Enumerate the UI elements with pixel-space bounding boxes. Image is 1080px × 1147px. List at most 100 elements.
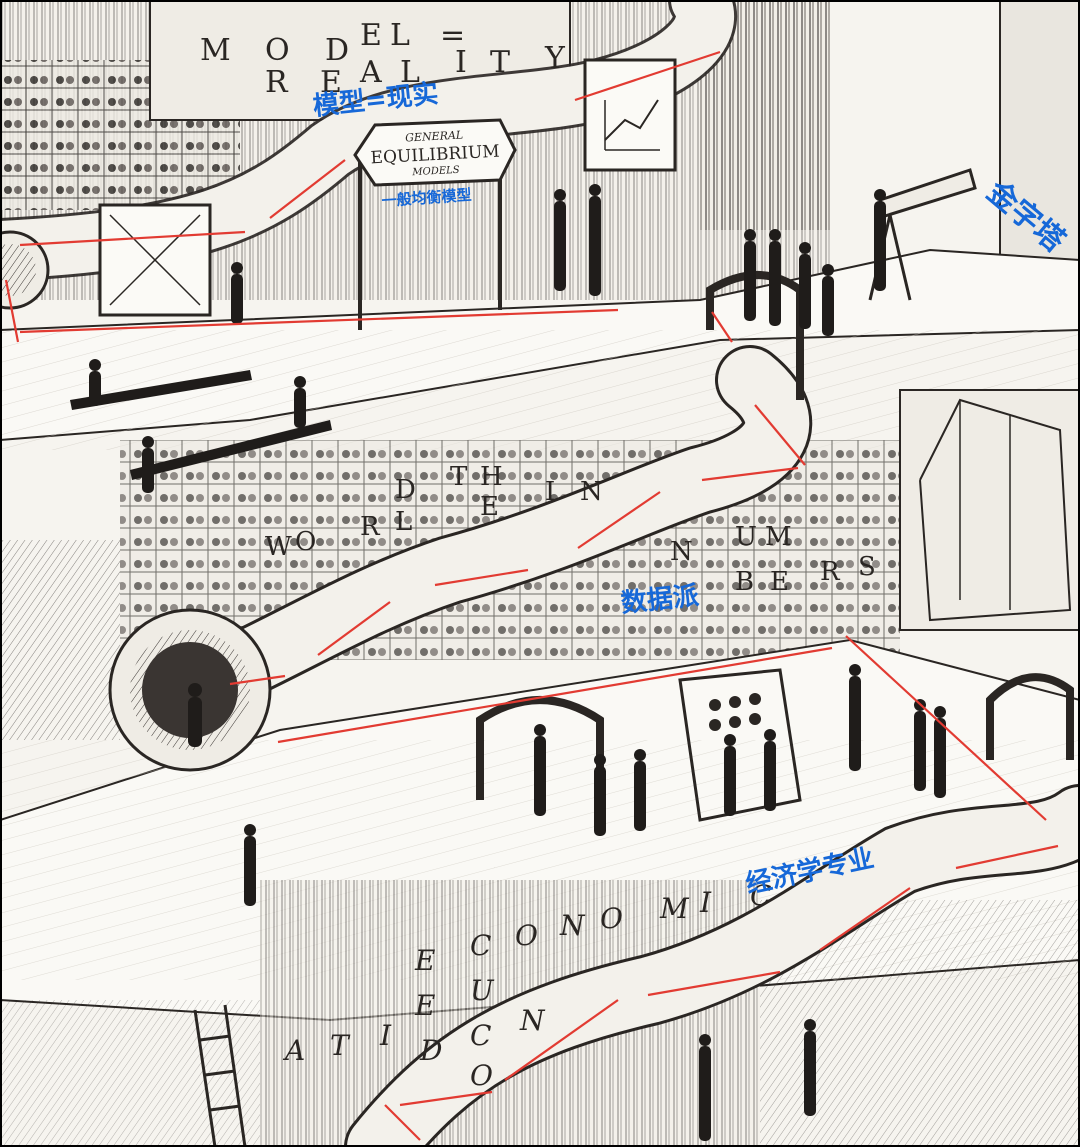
figure-middle-9: [244, 824, 256, 906]
letter: O: [600, 902, 623, 935]
letter: D: [395, 475, 416, 505]
annotation-line: [845, 635, 1047, 821]
annotation-line: [384, 1104, 421, 1141]
letter: L: [390, 18, 410, 53]
letter: I: [455, 45, 467, 80]
figure-seesaw-2: [142, 436, 154, 493]
figure-wheel: [188, 683, 202, 747]
letter: O: [515, 919, 538, 952]
letter: T: [490, 45, 510, 80]
engraving-economic-education: E C O N O M I C E D U C A T I O N: [282, 879, 771, 1092]
figure-middle-2: [594, 754, 606, 836]
figure-middle-3: [634, 749, 646, 831]
letter: R: [265, 65, 289, 100]
letter: E: [480, 492, 499, 522]
annotation-line: [4, 279, 20, 343]
annotation-line: [819, 887, 911, 951]
annotation-line: [19, 308, 619, 334]
letter: E: [320, 65, 342, 100]
letter: R: [360, 512, 381, 542]
letter: I: [699, 886, 712, 919]
letter: N: [670, 537, 693, 567]
figure-upper-7: [822, 264, 834, 336]
letter: S: [858, 552, 876, 582]
letter: N: [580, 477, 603, 507]
figure-seesaw-3: [294, 376, 306, 428]
annotation-line: [574, 50, 721, 102]
letter: C: [470, 929, 491, 962]
annotation-lines: [4, 50, 1059, 1141]
annotation-line: [647, 970, 781, 997]
letter: M: [200, 33, 231, 68]
general-equilibrium-sign: [353, 118, 517, 330]
figure-middle-8: [934, 706, 946, 798]
letter: M: [659, 892, 690, 925]
figure-lower-1: [699, 1034, 711, 1141]
letter: O: [295, 527, 316, 557]
annotation-line: [277, 646, 833, 744]
letter: M: [765, 522, 792, 552]
ladder: [193, 1004, 247, 1147]
engraving-model-reality: M O D E L = R E A L I T Y: [200, 18, 566, 100]
letter: H: [480, 462, 503, 492]
seesaw-2: [130, 420, 332, 480]
annotation-line: [399, 1090, 493, 1107]
letter: O: [470, 1059, 493, 1092]
letter: T: [330, 1029, 351, 1062]
letter: O: [265, 33, 290, 68]
letter: C: [470, 1019, 491, 1052]
figure-upper-6: [799, 242, 811, 329]
figure-seesaw-1: [89, 359, 101, 406]
letter: N: [519, 1004, 546, 1037]
hamster-wheel-upper: [0, 230, 50, 310]
letter: C: [750, 879, 771, 912]
annotation-line: [711, 311, 733, 343]
figure-upper-1: [231, 262, 243, 324]
figure-middle-7: [914, 699, 926, 791]
figure-middle-4: [724, 734, 736, 816]
figure-middle-5: [764, 729, 776, 811]
sign-line-1: GENERAL: [405, 129, 464, 145]
figure-middle-1: [534, 724, 546, 816]
seesaw-1: [70, 370, 252, 410]
letter: W: [265, 532, 292, 562]
letter: T: [450, 462, 468, 492]
figure-upper-2: [554, 189, 566, 291]
figure-upper-8: [874, 189, 886, 291]
figure-upper-4: [744, 229, 756, 321]
letter: E: [770, 567, 789, 597]
letter: U: [735, 522, 757, 552]
figure-lower-2: [804, 1019, 816, 1116]
chart-easel: [98, 58, 677, 317]
abacus: [678, 668, 802, 822]
annotation-line: [754, 404, 806, 466]
arches: [476, 271, 1074, 800]
annotation-line: [317, 601, 391, 656]
letter: A: [359, 55, 382, 90]
annotation-line: [434, 568, 529, 587]
letter: A: [282, 1034, 305, 1067]
letter: Y: [544, 41, 566, 76]
letter: L: [400, 55, 420, 90]
letter: E: [414, 944, 435, 977]
letter: I: [379, 1019, 392, 1052]
annotation-line: [19, 230, 246, 247]
letter: =: [440, 18, 465, 53]
letter: E: [414, 989, 435, 1022]
engraving-world-in-numbers: W O R L D T H E I N N U M B E R S: [265, 462, 876, 597]
letter: L: [395, 507, 412, 537]
letter: R: [820, 557, 841, 587]
letter: N: [559, 909, 586, 942]
annotation-line: [269, 159, 346, 219]
figure-upper-3: [589, 184, 601, 296]
annotation-line: [701, 466, 799, 482]
annotation-line: [229, 674, 286, 686]
figure-upper-5: [769, 229, 781, 326]
letter: B: [735, 567, 754, 597]
annotation-line: [504, 999, 619, 1081]
letter: D: [325, 33, 349, 68]
annotation-line: [955, 844, 1059, 870]
